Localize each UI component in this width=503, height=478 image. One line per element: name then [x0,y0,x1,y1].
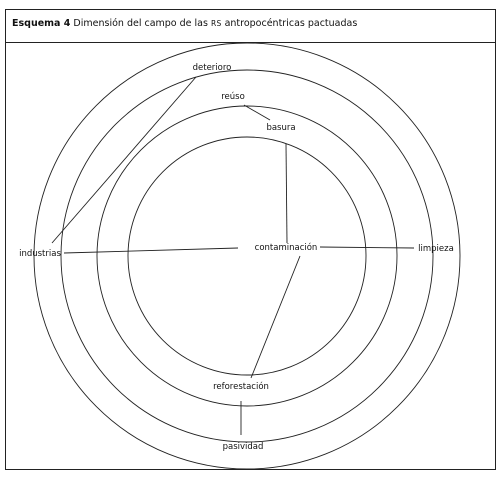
node-limpieza: limpieza [418,244,454,254]
figure-title-post: antropocéntricas pactuadas [221,18,358,29]
ring-third [60,69,434,443]
node-contaminacion: contaminación [255,242,318,253]
node-industrias: industrias [19,249,61,259]
node-pasividad: pasividad [223,442,264,452]
connector-basura-contaminacion [285,143,288,244]
figure-title-pre: Dimensión del campo de las [73,18,211,29]
connector-deterioro-industrias [51,76,197,244]
figure-frame: Esquema 4 Dimensión del campo de las RS … [5,9,496,470]
ring-outer [33,42,461,470]
figure-header: Esquema 4 Dimensión del campo de las RS … [6,10,495,43]
node-deterioro: deterioro [193,63,232,73]
ring-second [96,105,398,407]
figure-label: Esquema 4 [12,18,71,29]
connector-reuso-basura [243,104,271,121]
connector-contaminacion-reforestacion [250,255,301,379]
figure-title-sc: RS [210,19,222,28]
node-reforestacion: reforestación [213,381,269,392]
node-basura: basura [266,123,295,133]
node-reuso: reúso [221,92,245,102]
connector-contaminacion-limpieza [319,246,415,249]
ring-inner [127,136,367,376]
connector-industrias-contaminacion [63,247,239,254]
